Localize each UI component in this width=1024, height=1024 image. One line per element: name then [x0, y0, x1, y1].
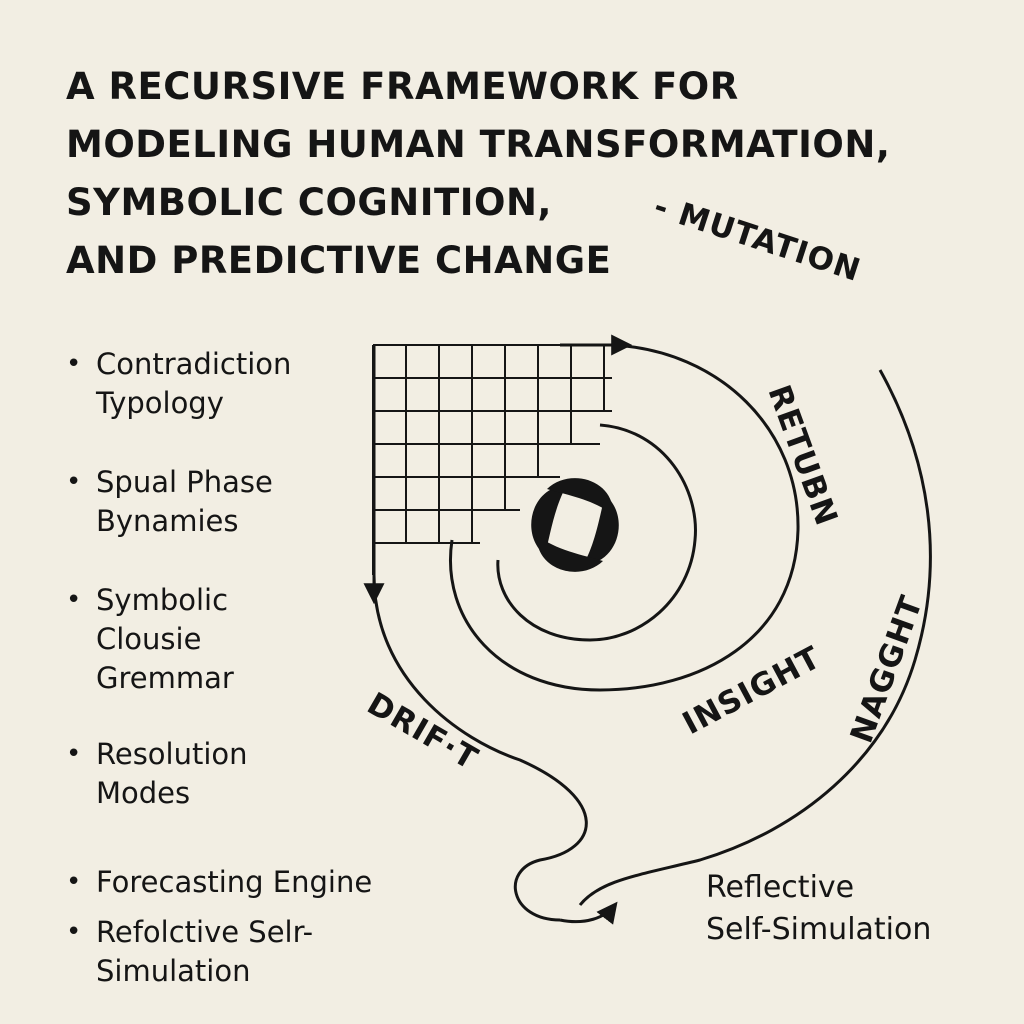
list-item-label: Spual Phase — [96, 465, 273, 499]
title-line: AND PREDICTIVE CHANGE — [66, 239, 612, 282]
list-item: Forecasting Engine — [64, 863, 426, 902]
list-item: Refolctive Selr- Simulation — [64, 913, 426, 991]
list-item-label: Simulation — [96, 954, 251, 988]
title-line: MODELING HUMAN TRANSFORMATION, — [66, 123, 891, 166]
title-line: SYMBOLIC COGNITION, — [66, 181, 552, 224]
list-item: Resolution Modes — [64, 735, 426, 813]
caption-line: Self-Simulation — [706, 912, 932, 947]
label-mutation: - MUTATION — [650, 188, 866, 289]
caption-line: Reflective — [706, 870, 855, 905]
list-item-label: Clousie — [96, 622, 202, 656]
list-item: Spual Phase Bynamies — [64, 463, 426, 541]
list-item-label: Modes — [96, 776, 191, 810]
list-item-label: Forecasting Engine — [96, 865, 373, 899]
caption: Reflective Self-Simulation — [706, 867, 931, 951]
return-arc — [449, 343, 800, 692]
mutation-arc — [578, 369, 932, 906]
label-insight: INSIGHT — [677, 639, 827, 742]
list-item: Contradiction Typology — [64, 345, 426, 423]
bottom-curl — [559, 901, 618, 925]
list-item-label: Refolctive Selr- — [96, 915, 314, 949]
list-item-label: Typology — [96, 386, 224, 420]
list-item-label: Resolution — [96, 737, 248, 771]
swirl-icon — [531, 478, 619, 572]
list-item: Symbolic Clousie Gremmar — [64, 581, 426, 698]
list-item-label: Bynamies — [96, 504, 239, 538]
list-item-label: Contradiction — [96, 347, 292, 381]
insight-arc — [496, 423, 697, 642]
page-title: A RECURSIVE FRAMEWORK FOR MODELING HUMAN… — [66, 58, 986, 290]
title-line: A RECURSIVE FRAMEWORK FOR — [66, 65, 739, 108]
list-item-label: Symbolic — [96, 583, 229, 617]
grid-icon — [372, 344, 612, 575]
list-item-label: Gremmar — [96, 661, 234, 695]
drift-arrow — [372, 345, 588, 922]
label-return: RETUBN — [760, 380, 844, 530]
